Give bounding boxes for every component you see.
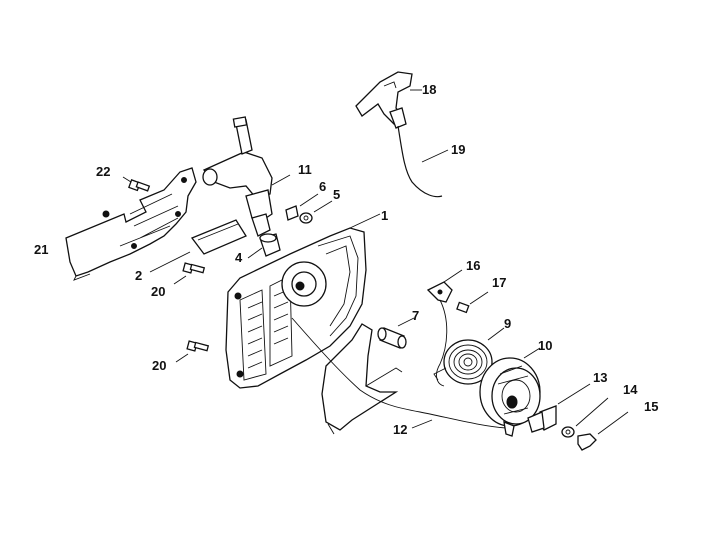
part-label-13: 13	[593, 370, 607, 385]
part-7-pin	[377, 317, 415, 349]
part-label-1: 1	[381, 208, 388, 223]
part-label-12: 12	[393, 422, 407, 437]
part-19-starter-rope	[397, 125, 449, 198]
part-12-rope-guide	[291, 317, 513, 437]
part-label-9: 9	[504, 316, 511, 331]
part-label-10: 10	[538, 338, 552, 353]
part-13-pawl	[527, 383, 591, 433]
part-label-4: 4	[235, 250, 243, 265]
part-label-22: 22	[96, 164, 110, 179]
part-label-21: 21	[34, 242, 48, 257]
part-label-14: 14	[623, 382, 638, 397]
part-label-18: 18	[422, 82, 436, 97]
part-6-screw	[285, 193, 319, 221]
part-label-20-lower: 20	[152, 358, 166, 373]
part-2-cover-plate	[149, 219, 247, 273]
part-label-16: 16	[466, 258, 480, 273]
part-10-rope-rotor	[479, 347, 541, 437]
part-22-screw	[122, 176, 151, 192]
part-16-guide-bracket	[426, 269, 463, 387]
part-label-2: 2	[135, 268, 142, 283]
part-4-bushing	[247, 233, 281, 259]
part-18-starter-grip	[355, 71, 422, 129]
part-17-screw	[456, 291, 489, 314]
part-20-screw-upper	[173, 262, 206, 285]
part-20-screw-lower	[175, 340, 210, 363]
part-21-shroud-plate	[65, 167, 197, 281]
part-5-washer	[299, 200, 333, 224]
part-1-fan-housing	[225, 213, 381, 389]
part-label-6: 6	[319, 179, 326, 194]
part-label-19: 19	[451, 142, 465, 157]
part-15-spring-clip	[577, 411, 629, 451]
part-label-17: 17	[492, 275, 506, 290]
part-label-7: 7	[412, 308, 419, 323]
part-label-15: 15	[644, 399, 658, 414]
part-label-11: 11	[298, 162, 312, 177]
part-label-5: 5	[333, 187, 340, 202]
part-11-t-handle	[202, 116, 291, 237]
part-9-rewind-spring	[433, 327, 505, 385]
part-label-20-upper: 20	[151, 284, 165, 299]
part-14-washer	[561, 397, 609, 438]
